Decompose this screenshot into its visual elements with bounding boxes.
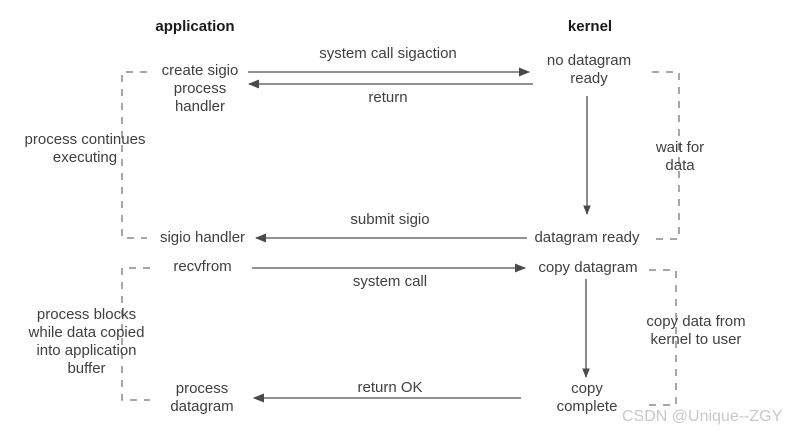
step-recvfrom: recvfrom: [173, 258, 232, 275]
column-header-kernel: kernel: [567, 18, 613, 35]
arrow-label-system-call-sigaction: system call sigaction: [319, 45, 457, 62]
arrow-label-submit-sigio: submit sigio: [350, 211, 430, 228]
step-datagram-ready: datagram ready: [534, 229, 640, 246]
arrow-label-return-ok: return OK: [357, 379, 423, 396]
annotation-process-continues-executing: process continues executing: [24, 131, 146, 166]
arrow-label-return: return: [368, 89, 408, 106]
annotation-copy-data-from-kernel-to-user: copy data from kernel to user: [646, 313, 746, 348]
step-copy-datagram: copy datagram: [538, 259, 638, 276]
step-sigio-handler: sigio handler: [159, 229, 246, 246]
arrow-label-system-call: system call: [352, 273, 428, 290]
step-no-datagram-ready: no datagram ready: [546, 52, 632, 87]
annotation-wait-for-data: wait for data: [655, 139, 705, 174]
watermark-text: CSDN @Unique--ZGY: [622, 408, 783, 425]
step-create-sigio-process-handler: create sigio process handler: [161, 62, 239, 115]
column-header-application: application: [155, 18, 235, 35]
step-process-datagram: process datagram: [170, 380, 234, 415]
brace-process-blocks: [121, 267, 150, 401]
annotation-process-blocks: process blocks while data copied into ap…: [28, 306, 145, 377]
step-copy-complete: copy complete: [556, 380, 618, 415]
